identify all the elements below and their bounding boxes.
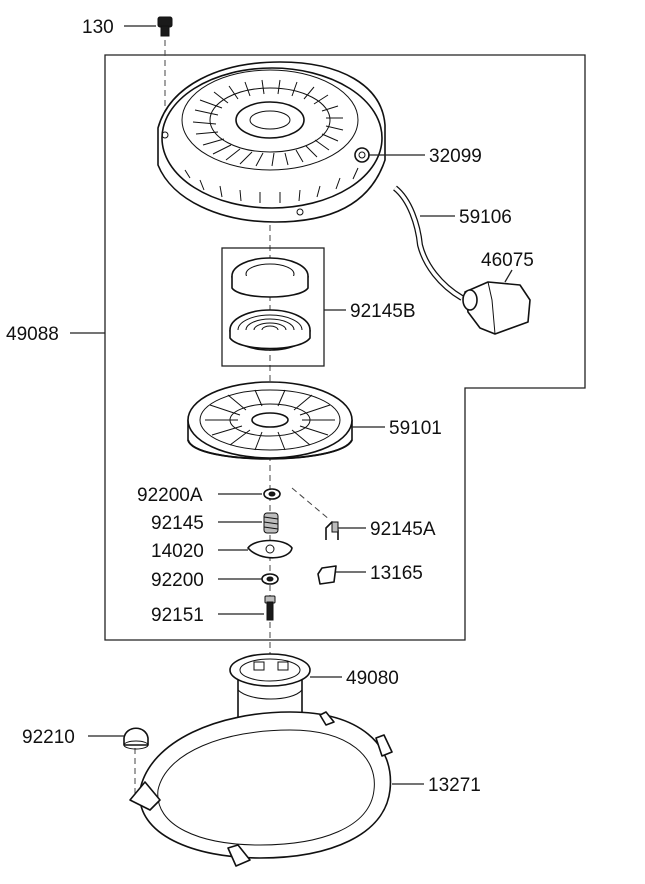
part-labels: 130 32099 59106 46075 49088 92145B 59101… [6, 17, 534, 796]
assembly-boundary-49088 [104, 54, 586, 641]
label-130: 130 [82, 17, 114, 38]
label-59101: 59101 [389, 418, 442, 439]
label-13165: 13165 [370, 563, 423, 584]
label-92200A: 92200A [137, 485, 203, 506]
handle-icon [462, 281, 531, 335]
label-49088: 49088 [6, 324, 59, 345]
label-14020: 14020 [151, 541, 204, 562]
label-92210: 92210 [22, 727, 75, 748]
guide-icon [354, 147, 370, 163]
mounting-plate-icon [129, 711, 393, 867]
spring-icon [325, 521, 339, 540]
rope-icon [392, 185, 464, 301]
label-13271: 13271 [428, 775, 481, 796]
leader-lines [70, 25, 513, 785]
bolt-icon [264, 595, 276, 621]
label-92200: 92200 [151, 570, 204, 591]
spiral-spring-icon [229, 257, 311, 351]
label-59106: 59106 [459, 207, 512, 228]
label-32099: 32099 [429, 146, 482, 167]
label-92145: 92145 [151, 513, 204, 534]
washer-icon [263, 488, 281, 500]
case-vent-slots [184, 79, 359, 203]
spring-set-boundary-92145B [221, 247, 325, 367]
label-92145B: 92145B [350, 301, 416, 322]
label-49080: 49080 [346, 668, 399, 689]
cap-nut-icon [123, 727, 149, 750]
cover-plate-icon [247, 539, 293, 559]
ratchet-icon [317, 565, 337, 585]
reel-icon [187, 381, 353, 460]
washer-icon [261, 573, 279, 585]
bolt-icon [157, 16, 173, 37]
label-46075: 46075 [481, 250, 534, 271]
label-92145A: 92145A [370, 519, 436, 540]
label-92151: 92151 [151, 605, 204, 626]
coil-spring-icon [263, 512, 279, 534]
recoil-starter-assembly-icon [157, 61, 386, 223]
